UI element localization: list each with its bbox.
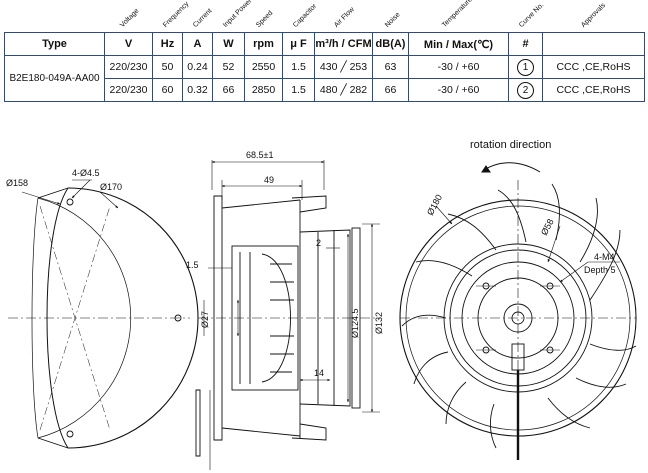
unit-noise: dB(A): [372, 32, 409, 56]
dim-d158: Ø158: [6, 178, 28, 188]
cell-airflow: 480 ╱ 282: [314, 78, 373, 102]
curve-badge: 1: [517, 58, 534, 76]
unit-airflow: m³/h / CFM: [314, 32, 373, 56]
cell-curve: 2: [508, 78, 543, 102]
dim-d132: Ø132: [374, 312, 384, 334]
dim-holes: 4-Ø4.5: [72, 168, 100, 178]
unit-curve: #: [508, 32, 543, 56]
cell-frequency: 50: [152, 55, 183, 79]
cell-speed: 2850: [244, 78, 283, 102]
dim-m4: 4-M4: [594, 252, 615, 262]
header-row: Voltage Frequency Current Input Power Sp…: [4, 0, 645, 33]
cell-frequency: 60: [152, 78, 183, 102]
left-view: [8, 179, 199, 449]
unit-temperature: Min / Max(℃): [408, 32, 509, 56]
dim-depth: Depth 5: [584, 265, 616, 275]
dim-w49: 49: [264, 175, 274, 185]
front-view: [399, 180, 637, 462]
dim-d2: 2: [316, 238, 321, 248]
dim-d180: Ø180: [425, 193, 444, 217]
rotation-arrow: [481, 162, 541, 173]
cell-temperature: -30 / +60: [408, 78, 509, 102]
dim-d27: Ø27: [200, 311, 210, 328]
unit-speed: rpm: [244, 32, 283, 56]
cell-noise: 66: [372, 78, 409, 102]
dim-d14: 14: [314, 368, 324, 378]
dim-d124: Ø124.5: [350, 308, 360, 338]
cell-power: 66: [212, 78, 245, 102]
curve-badge: 2: [517, 81, 534, 99]
rotation-label: rotation direction: [470, 139, 551, 151]
side-view: [195, 160, 380, 470]
dim-d58: Ø58: [539, 217, 556, 237]
dim-d170: Ø170: [100, 182, 122, 192]
cell-current: 0.32: [182, 78, 213, 102]
cell-noise: 63: [372, 55, 409, 79]
cell-approvals: CCC ,CE,RoHS: [542, 55, 645, 79]
model-name: B2E180-049A-AA00: [4, 55, 105, 102]
spec-table: Voltage Frequency Current Input Power Sp…: [4, 0, 645, 102]
dim-d15: 1.5: [186, 260, 199, 270]
cell-voltage: 220/230: [104, 55, 153, 79]
cell-curve: 1: [508, 55, 543, 79]
dim-w68: 68.5±1: [246, 150, 273, 160]
cell-voltage: 220/230: [104, 78, 153, 102]
cell-approvals: CCC ,CE,RoHS: [542, 78, 645, 102]
table-row: 220/230 60 0.32 66 2850 1.5 480 ╱ 282 66…: [5, 78, 645, 102]
units-row: Type V Hz A W rpm μ F m³/h / CFM dB(A) M…: [4, 32, 645, 56]
unit-frequency: Hz: [152, 32, 183, 56]
